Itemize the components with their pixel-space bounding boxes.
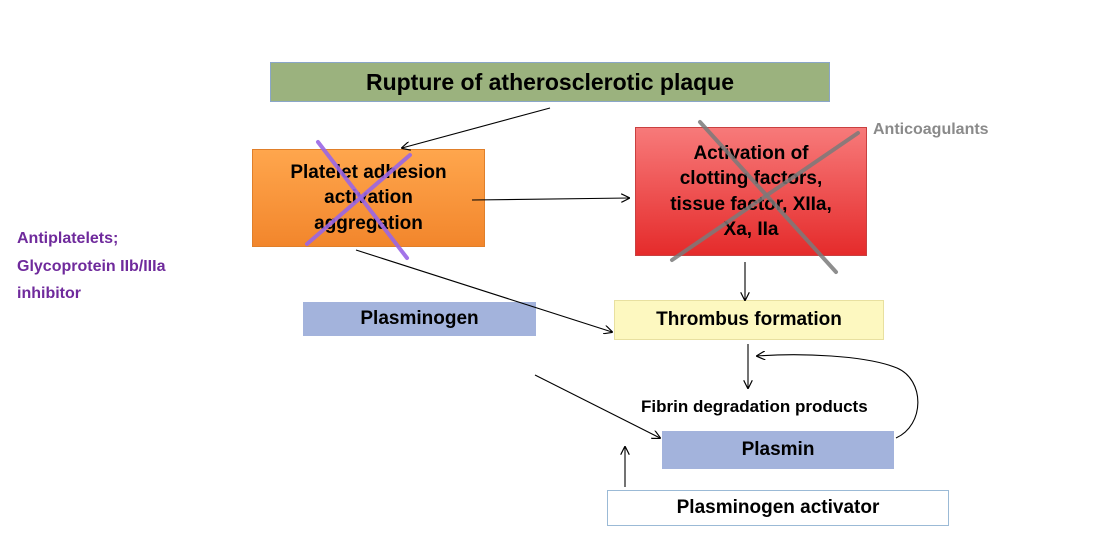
thrombus-formation-box: Thrombus formation [614, 300, 884, 340]
clotting-factors-box: Activation of clotting factors, tissue f… [635, 127, 867, 256]
clotting-line-2: clotting factors, [679, 168, 823, 190]
clotting-line-3: tissue factor, XIIa, [670, 193, 832, 215]
platelet-aggregation-box: Platelet adhesion activation aggregation [252, 149, 485, 247]
arrow-platelet-to-clotting [471, 198, 629, 200]
platelet-line-1: Platelet adhesion [290, 162, 447, 184]
plasminogen-label: Plasminogen [360, 308, 479, 329]
anticoagulants-label: Anticoagulants [873, 121, 989, 138]
platelet-line-3: aggregation [314, 212, 423, 234]
clotting-line-1: Activation of [693, 142, 809, 164]
plasmin-label: Plasmin [741, 439, 815, 460]
thrombus-formation-label: Thrombus formation [656, 309, 842, 330]
antiplatelets-label-line-3: inhibitor [17, 285, 81, 302]
plasminogen-activator-label: Plasminogen activator [676, 497, 880, 518]
clotting-line-4: Xa, IIa [723, 218, 779, 240]
plaque-rupture-box: Rupture of atherosclerotic plaque [270, 62, 830, 102]
fibrin-degradation-label: Fibrin degradation products [641, 397, 868, 416]
plasminogen-activator-box: Plasminogen activator [607, 490, 949, 526]
plasminogen-box: Plasminogen [303, 302, 536, 336]
antiplatelets-label-line-1: Antiplatelets; [17, 230, 119, 247]
plaque-rupture-label: Rupture of atherosclerotic plaque [365, 68, 735, 95]
plasmin-box: Plasmin [662, 431, 894, 469]
arrow-plaque-to-platelet [402, 107, 551, 148]
platelet-line-2: activation [324, 187, 413, 209]
antiplatelets-label-line-2: Glycoprotein IIb/IIIa [17, 258, 166, 275]
